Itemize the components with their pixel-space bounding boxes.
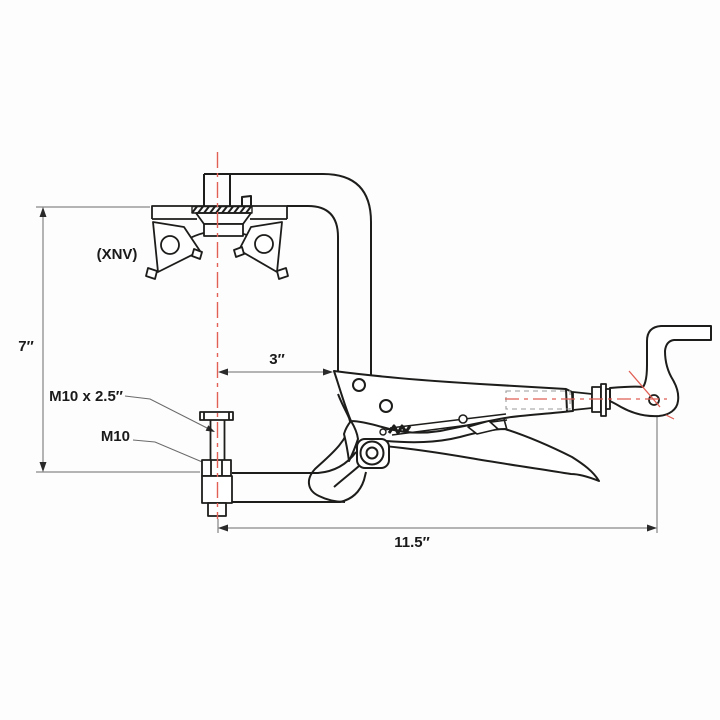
leader-bolt-spec [124, 395, 210, 430]
lever-hole [458, 414, 468, 424]
moving-jaw-swoosh-inner [333, 465, 360, 488]
label-bolt-spec: M10 x 2.5″ [49, 388, 123, 405]
label-3-inch: 3″ [269, 351, 285, 368]
locking-pliers [333, 370, 600, 482]
bolt-head-caps [203, 412, 230, 420]
label-11-5-inch: 11.5″ [394, 534, 430, 551]
pad-neck [195, 212, 252, 225]
body-hole-1 [352, 378, 366, 392]
v-pad-attachment [145, 205, 289, 280]
v-pad-right-hole [254, 234, 274, 254]
v-pad-right-inner-foot [233, 246, 245, 258]
screw-neck [572, 391, 593, 411]
pivot-inner [365, 446, 379, 460]
v-pad-right-outer-foot [276, 267, 289, 280]
fixed-jaw-beak [343, 420, 359, 462]
labels: (XNV) 7″ 3″ 11.5″ M10 x 2.5″ M10 [18, 246, 430, 551]
spring [379, 424, 412, 436]
c-frame-top-arm-outer [204, 173, 372, 377]
centerlines [216, 152, 675, 519]
section-hatch [191, 205, 253, 214]
v-pad-left-hole [160, 235, 180, 255]
v-pad-left-inner-foot [191, 248, 203, 260]
lever-flap [467, 420, 499, 435]
body-hole-2 [379, 399, 393, 413]
bolt-assembly [199, 411, 234, 517]
v-pad-left-outer-foot [145, 267, 158, 280]
moving-jaw-swoosh-outer [307, 393, 352, 503]
centerline-crank-diagonal [628, 370, 661, 408]
crank-handle [609, 325, 712, 418]
jaw-stub [203, 174, 231, 206]
bolt-shank [209, 420, 226, 460]
leader-nut-spec [132, 439, 208, 465]
bolt-nut-m10 [201, 459, 232, 477]
label-nut-spec: M10 [101, 428, 130, 445]
pad-nut [203, 223, 244, 237]
jaw-stub-tab [241, 195, 252, 206]
label-attachment-xnv: (XNV) [97, 246, 138, 263]
adjusting-screw [572, 325, 712, 418]
hidden-lines [505, 390, 571, 410]
label-7-inch: 7″ [18, 338, 34, 355]
handle-end-cap [565, 388, 568, 412]
bolt-nut-facets [210, 460, 223, 476]
c-frame-top-arm-inner [287, 205, 339, 372]
bolt-head [199, 411, 234, 421]
lower-handle-band [383, 428, 600, 482]
upper-handle-body [333, 370, 574, 434]
hidden-screw-outline [505, 390, 571, 410]
dimension-lines [36, 206, 658, 533]
c-frame-lower-arm-top [232, 451, 357, 474]
centerline-crank-tick [665, 414, 675, 420]
